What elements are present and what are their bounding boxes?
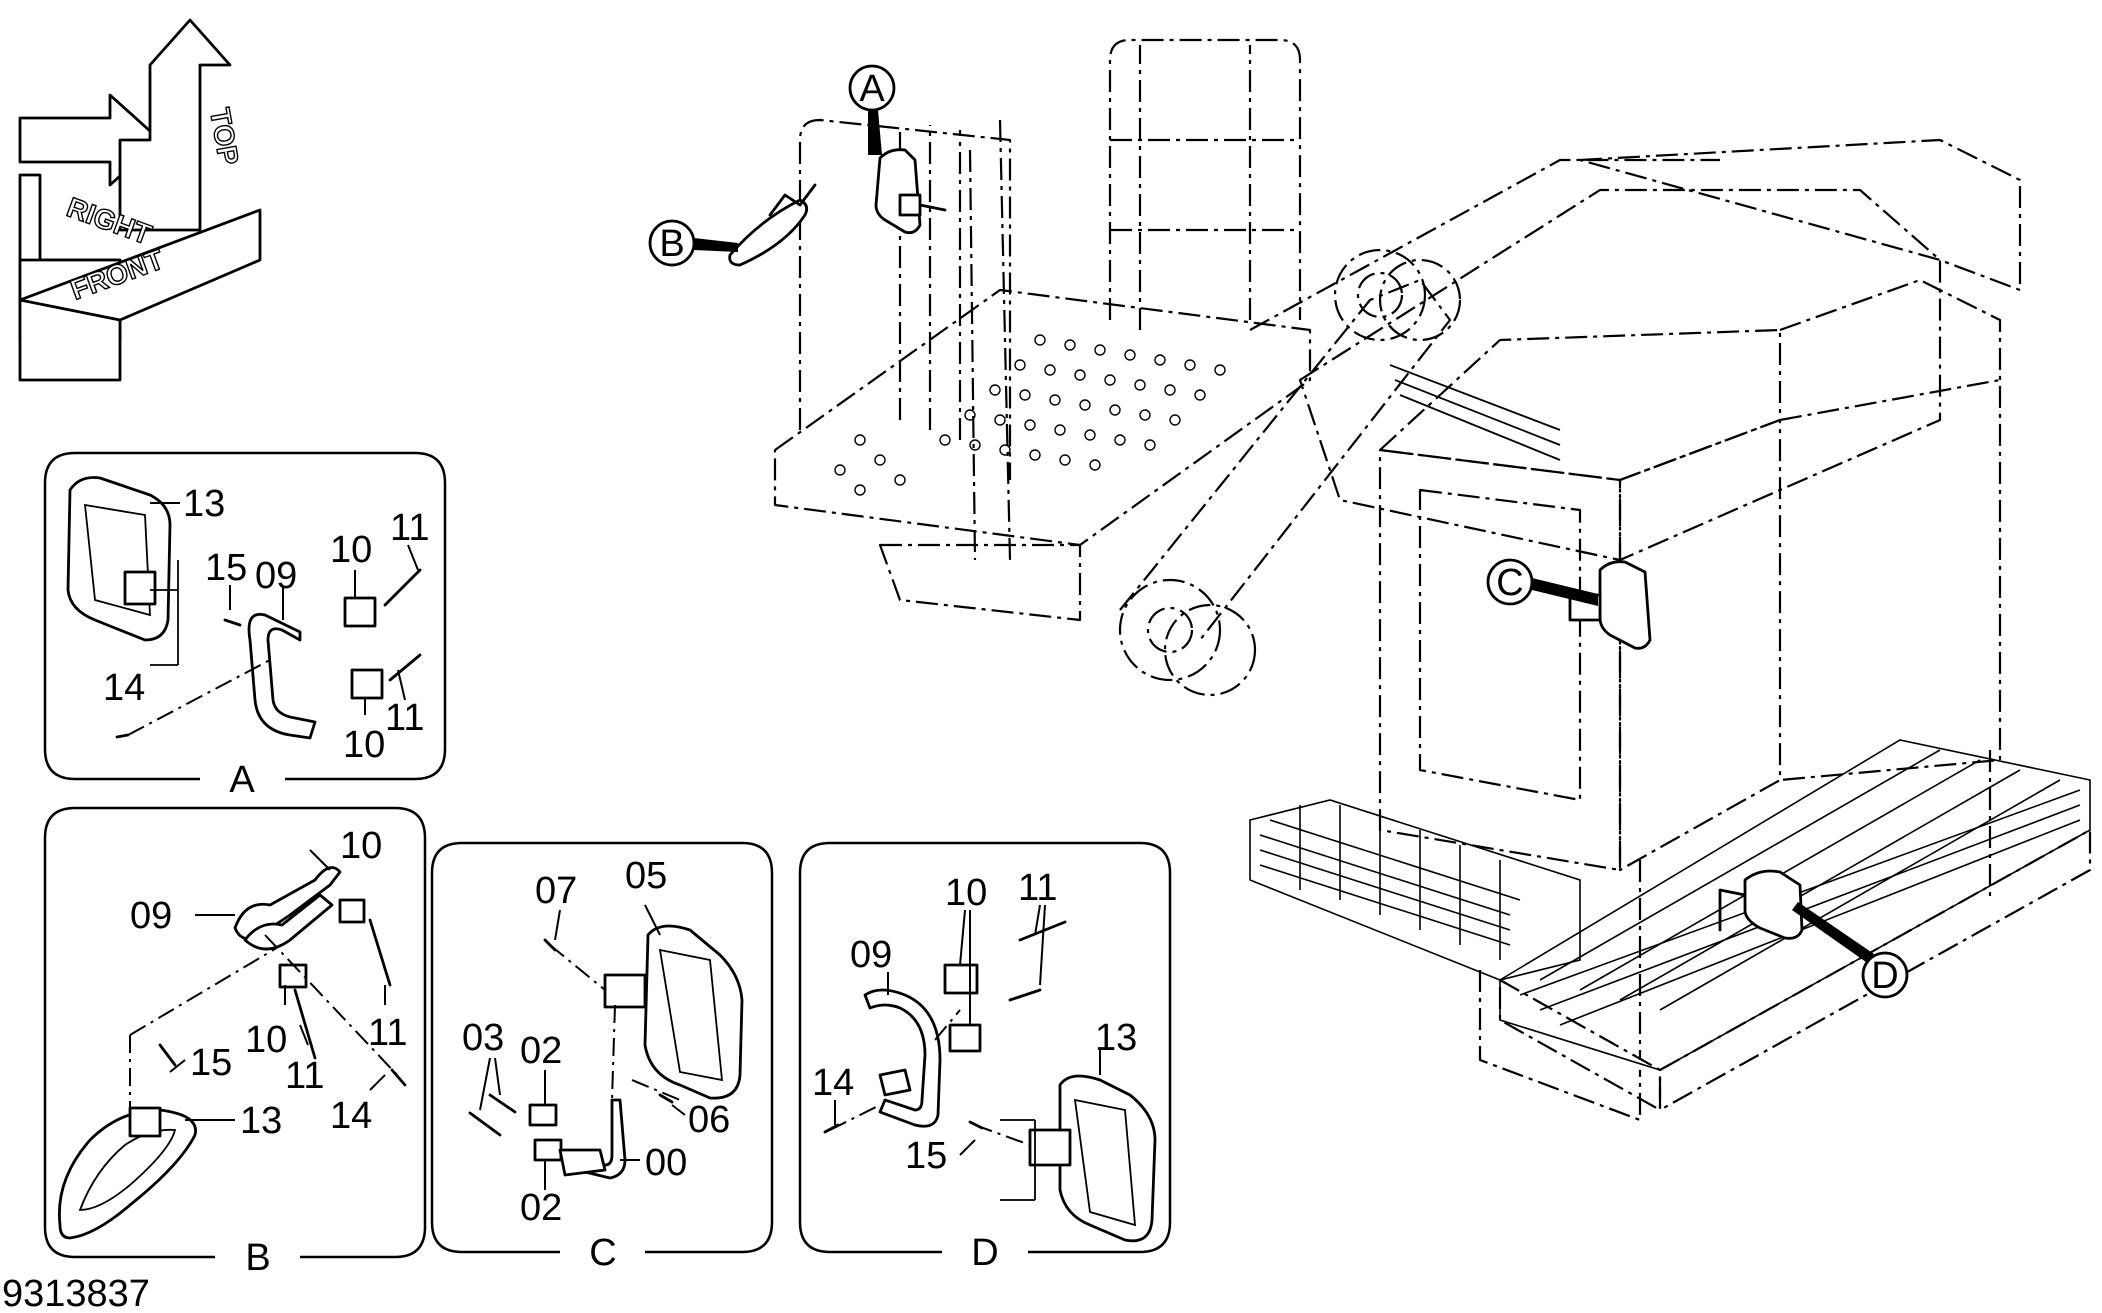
mirror-b-on-machine — [728, 183, 817, 267]
panel-d-label-15: 15 — [905, 1135, 947, 1177]
drawing-number: 9313837 — [2, 1273, 150, 1313]
detail-panel-c: C 07 05 03 02 06 00 02 — [430, 841, 774, 1274]
panel-a-label-10-bottom: 10 — [343, 724, 385, 766]
panel-a-label-11-top: 11 — [390, 507, 429, 549]
panel-b-label-13: 13 — [240, 1100, 282, 1142]
panel-d-label-14: 14 — [812, 1062, 854, 1104]
panel-b-label-10-top: 10 — [340, 825, 382, 867]
callout-b-label: B — [659, 223, 684, 265]
callout-d-label: D — [1871, 955, 1898, 997]
panel-b-label-10-bottom: 10 — [245, 1019, 287, 1061]
panel-a-label-11-bottom: 11 — [385, 697, 424, 739]
panel-a-title: A — [229, 759, 255, 801]
panel-a-label-15: 15 — [205, 547, 247, 589]
panel-b-label-11-right: 11 — [368, 1012, 407, 1054]
mirror-c-on-machine — [1568, 560, 1652, 650]
callout-d: D — [1792, 902, 1909, 999]
panel-d-title: D — [971, 1232, 998, 1274]
panel-c-label-00: 00 — [645, 1142, 687, 1184]
panel-d-label-10: 10 — [945, 872, 987, 914]
mirror-a-on-machine — [874, 148, 947, 235]
panel-c-label-03: 03 — [462, 1017, 504, 1059]
panel-d-label-13: 13 — [1095, 1017, 1137, 1059]
orientation-top-label: TOP — [204, 106, 244, 168]
panel-a-label-14: 14 — [103, 667, 145, 709]
panel-a-label-13: 13 — [183, 483, 225, 525]
machine-overview — [773, 38, 2092, 1122]
panel-d-label-09: 09 — [850, 934, 892, 976]
callout-c-label: C — [1496, 562, 1523, 604]
panel-b-label-15: 15 — [190, 1042, 232, 1084]
panel-a-label-09: 09 — [255, 555, 297, 597]
callout-a-label: A — [859, 68, 885, 110]
panel-c-label-02-top: 02 — [520, 1030, 562, 1072]
panel-d-label-11: 11 — [1018, 867, 1057, 909]
panel-c-label-06: 06 — [688, 1099, 730, 1141]
mirror-d-on-machine — [1718, 869, 1804, 940]
detail-panel-d: D 10 11 09 14 13 15 — [798, 841, 1172, 1274]
callout-a: A — [848, 64, 896, 155]
panel-c-label-05: 05 — [625, 855, 667, 897]
callout-b: B — [648, 219, 738, 267]
detail-panel-a: A 13 15 09 10 11 14 11 10 — [43, 451, 447, 801]
panel-c-label-07: 07 — [535, 870, 577, 912]
orientation-arrows: RIGHT FRONT TOP — [18, 18, 262, 382]
panel-a-label-10-top: 10 — [330, 529, 372, 571]
panel-c-title: C — [589, 1232, 616, 1274]
panel-c-label-02-bottom: 02 — [520, 1187, 562, 1229]
detail-panel-b: B 10 09 15 10 11 11 14 13 — [43, 806, 427, 1279]
panel-b-label-09: 09 — [130, 895, 172, 937]
callout-c: C — [1486, 558, 1598, 606]
panel-b-label-11-middle: 11 — [285, 1055, 324, 1097]
panel-b-title: B — [245, 1237, 270, 1279]
panel-b-label-14: 14 — [330, 1095, 372, 1137]
